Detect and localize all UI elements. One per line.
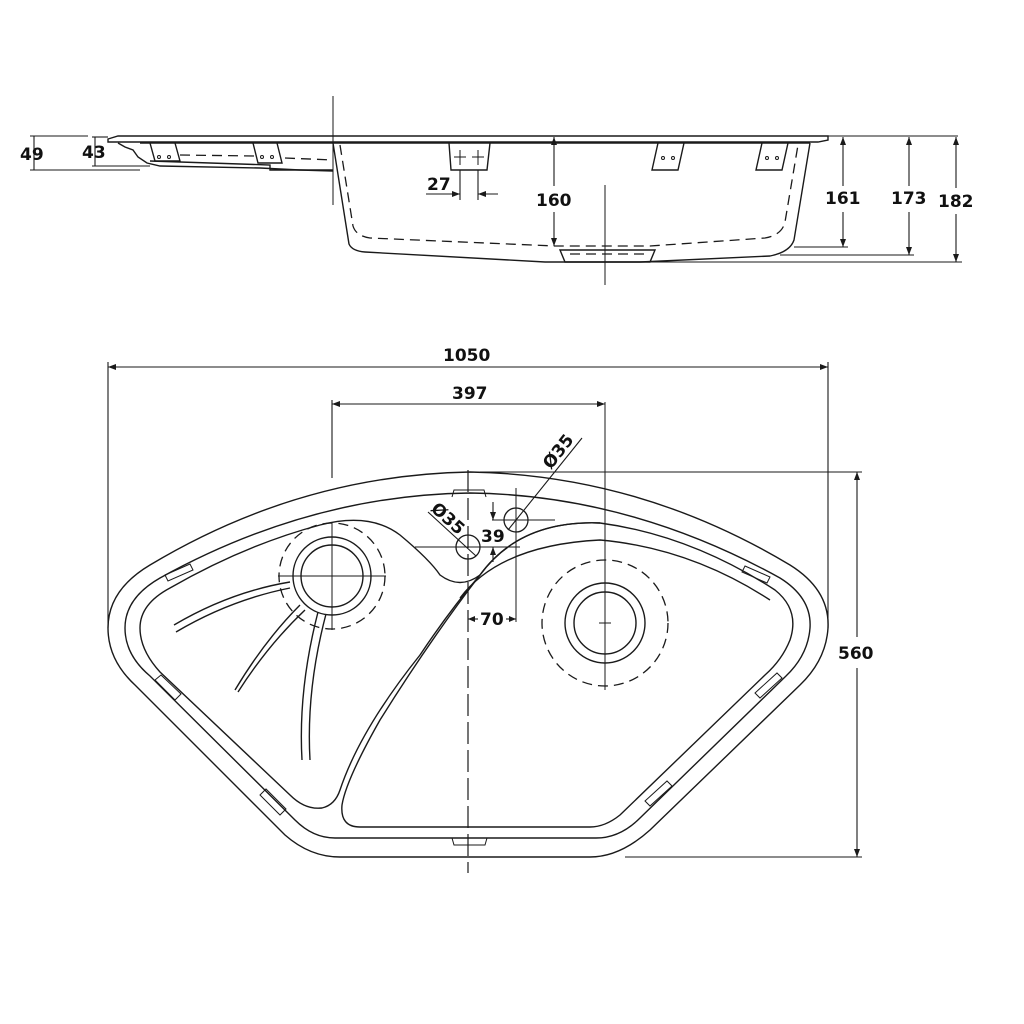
- side-clip-1-hole: [167, 155, 171, 159]
- side-drainer-hidden-2: [284, 157, 334, 161]
- plan-clip: [741, 565, 771, 584]
- plan-clip: [451, 837, 488, 846]
- side-drainer-base: [149, 160, 333, 171]
- plan-rim-outline: [124, 492, 811, 839]
- dim-43-label: 43: [82, 143, 106, 163]
- plan-clip: [259, 788, 287, 816]
- plan-drainer-area: [139, 519, 601, 629]
- dim-560-arrow: [854, 472, 860, 480]
- side-drain: [558, 249, 657, 263]
- dim-160-label: 160: [536, 191, 572, 211]
- dim-70-arrow: [509, 616, 516, 622]
- dim-1050-label: 1050: [443, 346, 490, 366]
- dim-dia-2-leader: [507, 437, 583, 531]
- dim-160-arrow: [551, 137, 557, 145]
- side-clip-4-hole: [671, 156, 675, 160]
- side-view: 49 43 27 160 161 173: [20, 96, 974, 285]
- plan-drainer-inner: [139, 574, 481, 809]
- dim-161-arrow: [840, 137, 846, 145]
- dim-39-label: 39: [481, 527, 505, 547]
- dim-70-label: 70: [480, 610, 504, 630]
- plan-bowl-inner: [459, 539, 771, 601]
- plan-clip: [154, 674, 182, 701]
- plan-view: 1050 397 560 70 39 Ø35 Ø35: [107, 346, 874, 873]
- dim-dia-1-label: Ø35: [427, 499, 469, 539]
- drainer-groove-2b: [237, 609, 306, 693]
- side-clip-5-hole: [775, 156, 779, 160]
- plan-outer-outline: [107, 471, 829, 858]
- drainer-groove-1: [175, 587, 291, 633]
- side-clip-1: [149, 142, 181, 162]
- side-bowl-outer: [332, 142, 811, 263]
- side-clip-5-hole: [765, 156, 769, 160]
- side-clip-4: [651, 142, 685, 171]
- dim-397-arrow: [332, 401, 340, 407]
- side-drainer-profile: [117, 142, 334, 172]
- dim-27-arrow: [452, 191, 460, 197]
- side-clip-2-hole: [260, 155, 264, 159]
- side-clip-3: [448, 142, 491, 171]
- dim-39-arrow: [490, 512, 496, 520]
- dim-39-arrow: [490, 547, 496, 555]
- side-clip-4-hole: [661, 156, 665, 160]
- dim-173-label: 173: [891, 189, 927, 209]
- dim-182-arrow: [953, 137, 959, 145]
- side-clip-2: [252, 142, 283, 164]
- plan-clip: [644, 780, 673, 807]
- drainer-groove-3: [300, 611, 319, 761]
- drainer-groove-1b: [173, 581, 291, 626]
- dim-161-arrow: [840, 239, 846, 247]
- plan-clip: [164, 563, 194, 582]
- dim-397-label: 397: [452, 384, 488, 404]
- dim-182-label: 182: [938, 192, 974, 212]
- side-rim-top: [107, 135, 829, 143]
- drainer-groove-2: [234, 604, 301, 691]
- dim-173-arrow: [906, 137, 912, 145]
- dim-173-arrow: [906, 247, 912, 255]
- dim-182-arrow: [953, 254, 959, 262]
- dim-560-arrow: [854, 849, 860, 857]
- side-clip-5: [755, 142, 789, 171]
- plan-bowl-outline: [341, 522, 794, 828]
- dim-27-arrow: [478, 191, 486, 197]
- dim-70-arrow: [468, 616, 475, 622]
- side-clip-2-hole: [270, 155, 274, 159]
- dim-160-arrow: [551, 238, 557, 246]
- dim-dia-1-leader: [427, 511, 477, 557]
- dim-49-label: 49: [20, 145, 44, 165]
- side-drainer-hidden: [179, 154, 256, 157]
- side-bowl-inner-hidden: [339, 144, 799, 247]
- side-clip-1-hole: [157, 155, 161, 159]
- plan-clip: [451, 489, 487, 498]
- dim-27-label: 27: [427, 175, 451, 195]
- plan-clip: [754, 672, 783, 699]
- dim-dia-2-label: Ø35: [539, 431, 578, 473]
- dim-560-label: 560: [838, 644, 874, 664]
- dim-1050-arrow: [108, 364, 116, 370]
- dim-397-arrow: [597, 401, 605, 407]
- drainer-groove-3b: [308, 613, 327, 761]
- dim-1050-arrow: [820, 364, 828, 370]
- dim-161-label: 161: [825, 189, 861, 209]
